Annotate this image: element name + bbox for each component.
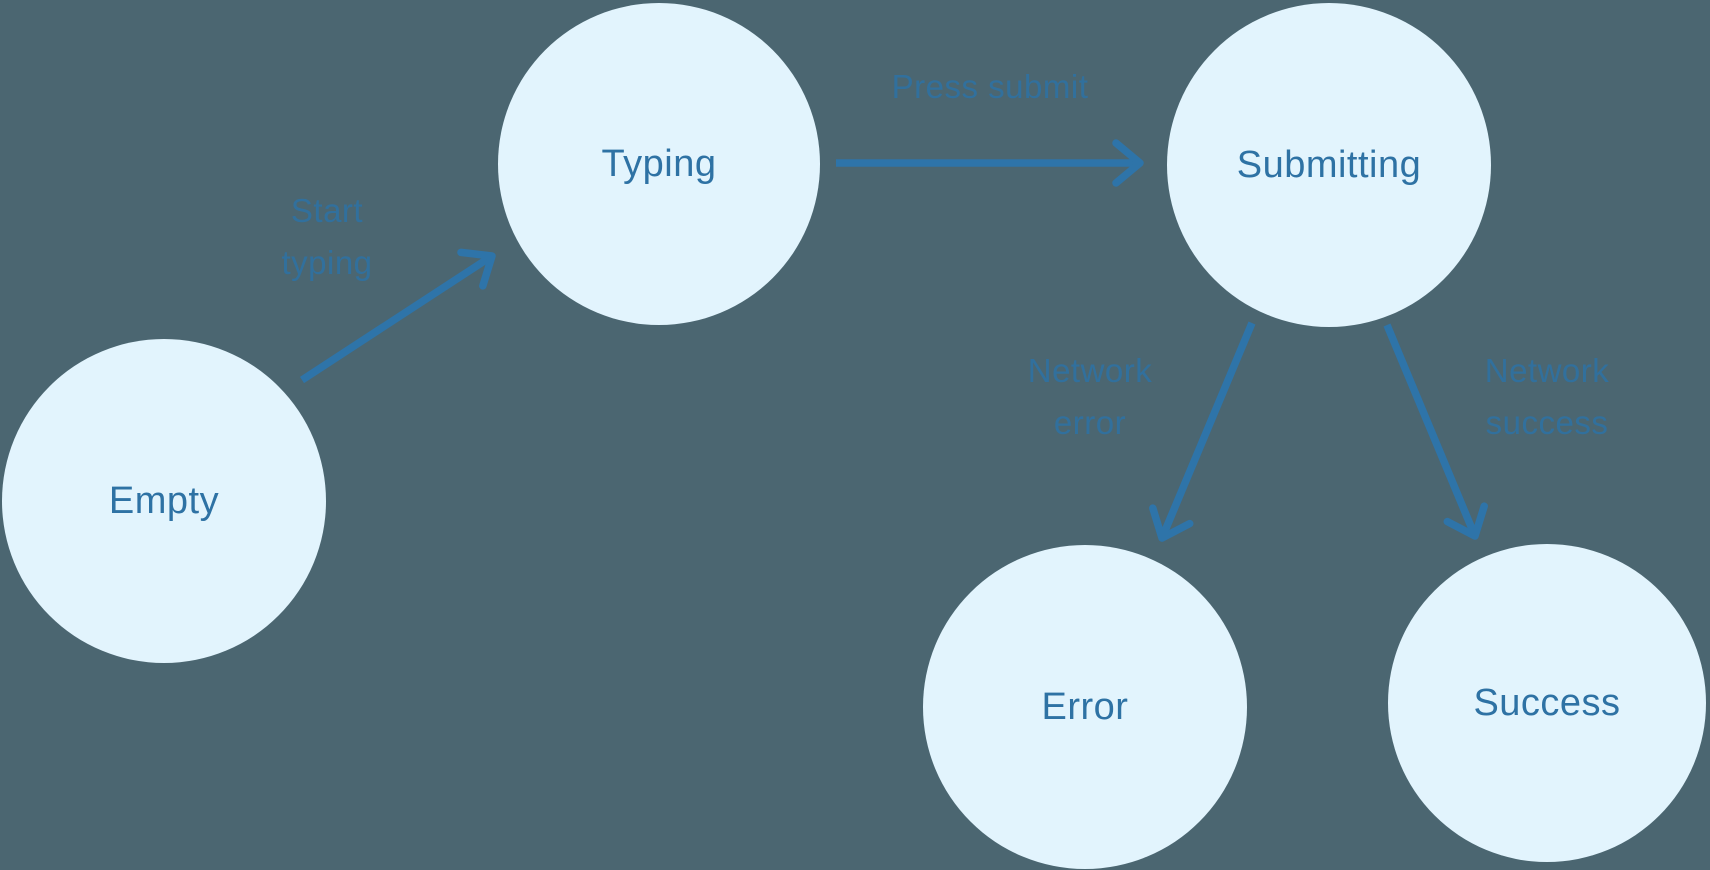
edge-label-network-error: Network error bbox=[1027, 352, 1153, 441]
state-node-submitting: Submitting bbox=[1167, 3, 1491, 327]
edge-label-network-success: Network success bbox=[1484, 352, 1610, 441]
state-label-success: Success bbox=[1473, 681, 1621, 724]
state-label-typing: Typing bbox=[601, 142, 717, 185]
edge-label-start-typing: Start typing bbox=[281, 192, 373, 281]
state-label-submitting: Submitting bbox=[1236, 143, 1422, 186]
state-node-typing: Typing bbox=[498, 3, 820, 325]
state-node-empty: Empty bbox=[2, 339, 326, 663]
state-label-error: Error bbox=[1041, 685, 1129, 728]
state-node-success: Success bbox=[1388, 544, 1706, 862]
edge-label-press-submit: Press submit bbox=[891, 68, 1089, 105]
state-label-empty: Empty bbox=[108, 479, 220, 522]
state-node-error: Error bbox=[923, 545, 1247, 869]
